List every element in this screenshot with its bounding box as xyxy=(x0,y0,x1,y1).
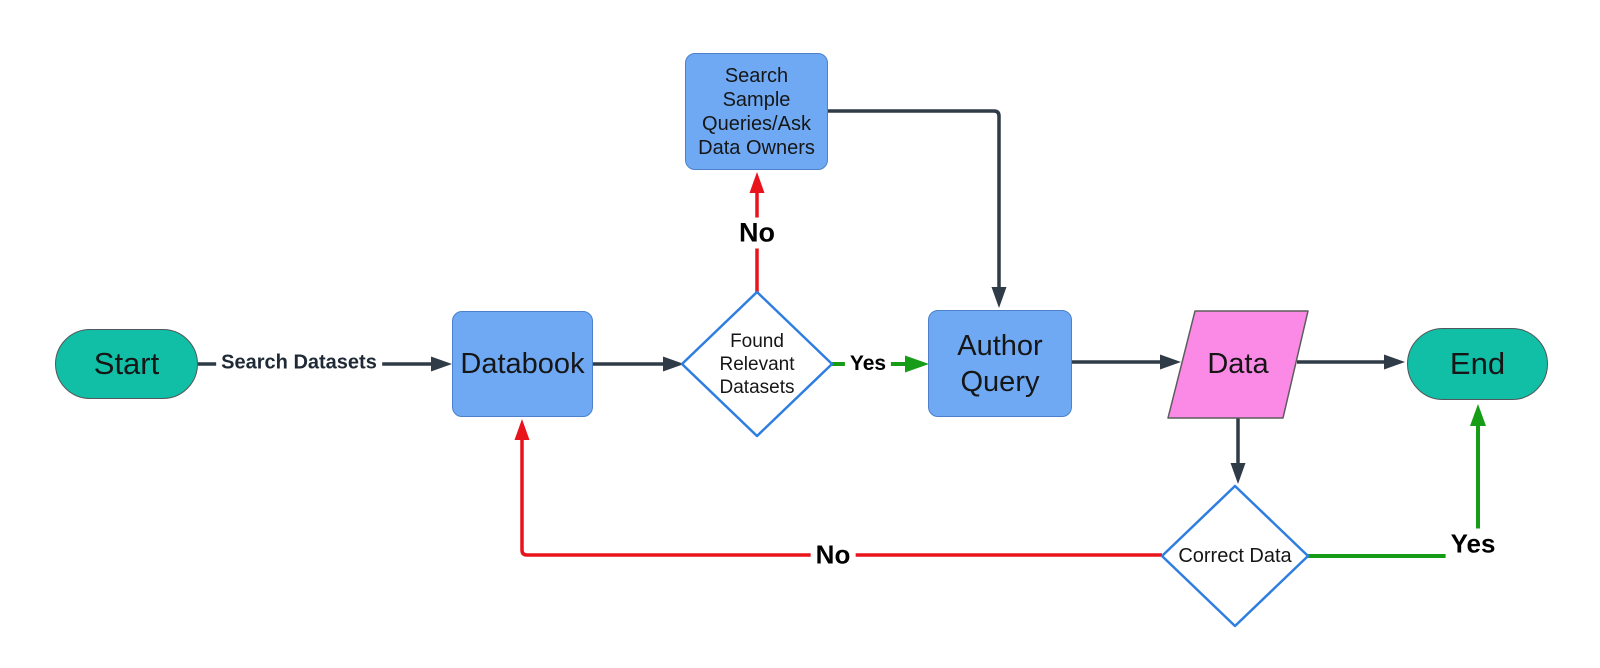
arrowhead-into-author-top xyxy=(991,287,1007,308)
arrowhead-into-databook-bottom xyxy=(514,419,530,440)
arrowhead-into-databook xyxy=(431,356,452,372)
found-relevant-diamond xyxy=(680,290,834,438)
arrowhead-into-correct-diamond xyxy=(1230,463,1246,484)
author-query-label: Author Query xyxy=(957,329,1043,398)
correct-data-label: Correct Data xyxy=(1178,544,1292,567)
edge-label-no-correct: No xyxy=(810,539,856,571)
start-node: Start xyxy=(55,329,198,399)
end-label: End xyxy=(1449,346,1506,381)
data-parallelogram xyxy=(1167,310,1309,419)
edge-correct-no xyxy=(520,440,1162,557)
edge-label-no-found: No xyxy=(734,217,780,249)
arrowhead-into-author-left xyxy=(905,355,929,373)
data-node-label: Data xyxy=(1207,347,1269,380)
databook-label: Databook xyxy=(460,348,585,380)
arrowhead-into-found-diamond xyxy=(663,356,684,372)
edge-searchsample-to-author xyxy=(828,109,1001,288)
search-sample-queries-node: Search Sample Queries/Ask Data Owners xyxy=(685,53,828,170)
arrowhead-into-data xyxy=(1160,354,1181,370)
correct-data-diamond xyxy=(1160,484,1310,628)
arrowhead-into-end-bottom xyxy=(1470,404,1486,426)
start-label: Start xyxy=(93,346,160,381)
edge-label-yes-found: Yes xyxy=(844,352,892,376)
search-sample-queries-label: Search Sample Queries/Ask Data Owners xyxy=(698,64,815,159)
arrowhead-into-searchsample xyxy=(749,172,765,193)
found-relevant-label: Found Relevant Datasets xyxy=(719,330,795,398)
red-arrowheads xyxy=(514,172,765,440)
green-arrowheads xyxy=(905,355,1486,426)
end-node: End xyxy=(1407,328,1548,400)
author-query-node: Author Query xyxy=(928,310,1072,417)
edge-label-yes-correct: Yes xyxy=(1445,528,1501,560)
edge-label-search-datasets: Search Datasets xyxy=(216,351,382,375)
databook-node: Databook xyxy=(452,311,593,417)
dark-arrowheads xyxy=(431,287,1405,484)
arrowhead-into-end xyxy=(1384,354,1405,370)
